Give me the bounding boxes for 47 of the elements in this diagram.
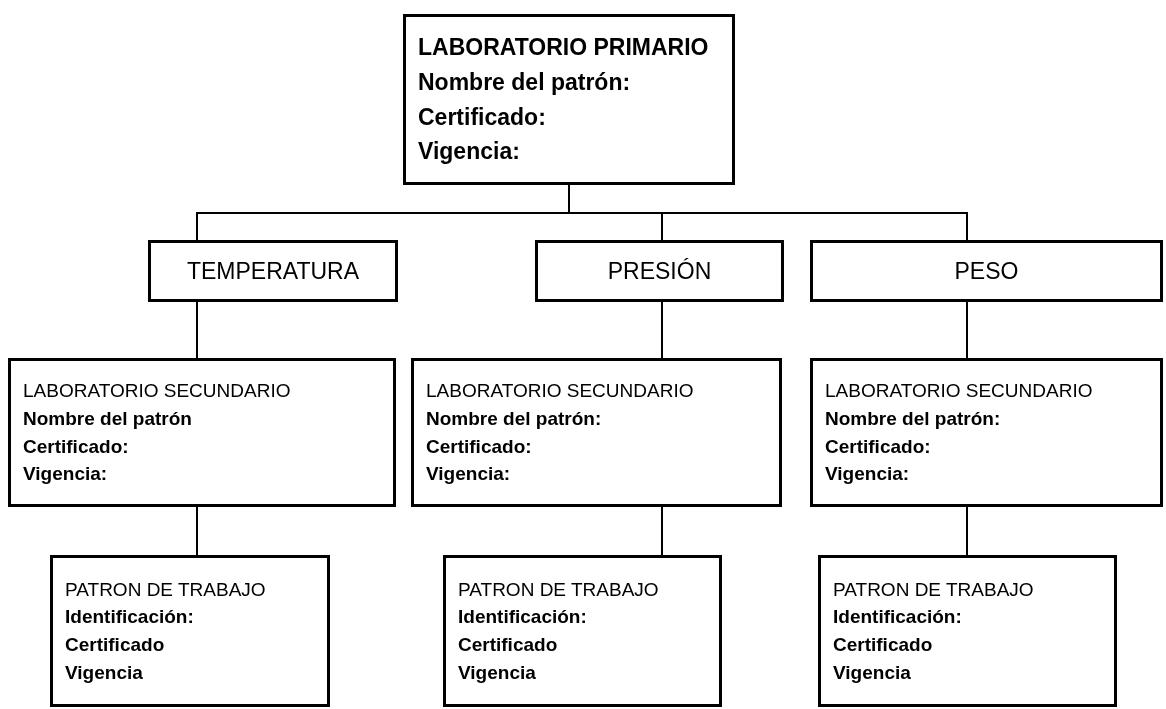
field-label: Nombre del patrón: [418, 67, 632, 97]
field-label: Identificación: [458, 605, 588, 629]
field-label: Vigencia [833, 660, 912, 685]
box-heading: LABORATORIO SECUNDARIO [426, 379, 695, 403]
field-label: Nombre del patrón: [426, 406, 603, 431]
category-box [535, 240, 784, 302]
info-box [403, 14, 735, 185]
info-box [818, 555, 1117, 707]
field-label: Identificación: [65, 605, 195, 629]
info-box [443, 555, 722, 707]
box-heading: PATRON DE TRABAJO [458, 577, 660, 602]
box-heading: LABORATORIO SECUNDARIO [23, 379, 292, 403]
connector-line [966, 506, 968, 556]
field-label: Vigencia: [426, 462, 512, 486]
connector-line [196, 506, 198, 556]
field-label: Vigencia [458, 660, 537, 685]
info-box [810, 358, 1163, 507]
info-box [50, 555, 330, 707]
category-box [148, 240, 398, 302]
field-label: Certificado: [418, 102, 547, 132]
info-box [8, 358, 396, 507]
connector-line [966, 301, 968, 359]
box-heading: PATRON DE TRABAJO [65, 577, 267, 602]
connector-line [196, 301, 198, 359]
field-label: Certificado [65, 633, 166, 657]
info-box [411, 358, 782, 507]
box-heading: PRESIÓN [607, 256, 712, 286]
box-heading: PATRON DE TRABAJO [833, 577, 1035, 602]
field-label: Certificado [458, 633, 559, 657]
box-heading: PESO [954, 256, 1019, 286]
field-label: Certificado: [23, 434, 130, 459]
field-label: Vigencia: [23, 462, 109, 486]
connector-line [661, 301, 663, 359]
box-heading: LABORATORIO SECUNDARIO [825, 379, 1094, 403]
box-heading: LABORATORIO PRIMARIO [418, 33, 710, 62]
field-label: Vigencia: [825, 462, 911, 486]
field-label: Certificado: [426, 434, 533, 459]
connector-line [661, 506, 663, 556]
field-label: Identificación: [833, 605, 963, 629]
field-label: Certificado: [825, 434, 932, 459]
field-label: Vigencia: [418, 137, 521, 166]
field-label: Nombre del patrón [23, 406, 193, 431]
field-label: Vigencia [65, 660, 144, 685]
field-label: Nombre del patrón: [825, 406, 1002, 431]
category-box [810, 240, 1163, 302]
box-heading: TEMPERATURA [186, 256, 360, 286]
field-label: Certificado [833, 633, 934, 657]
